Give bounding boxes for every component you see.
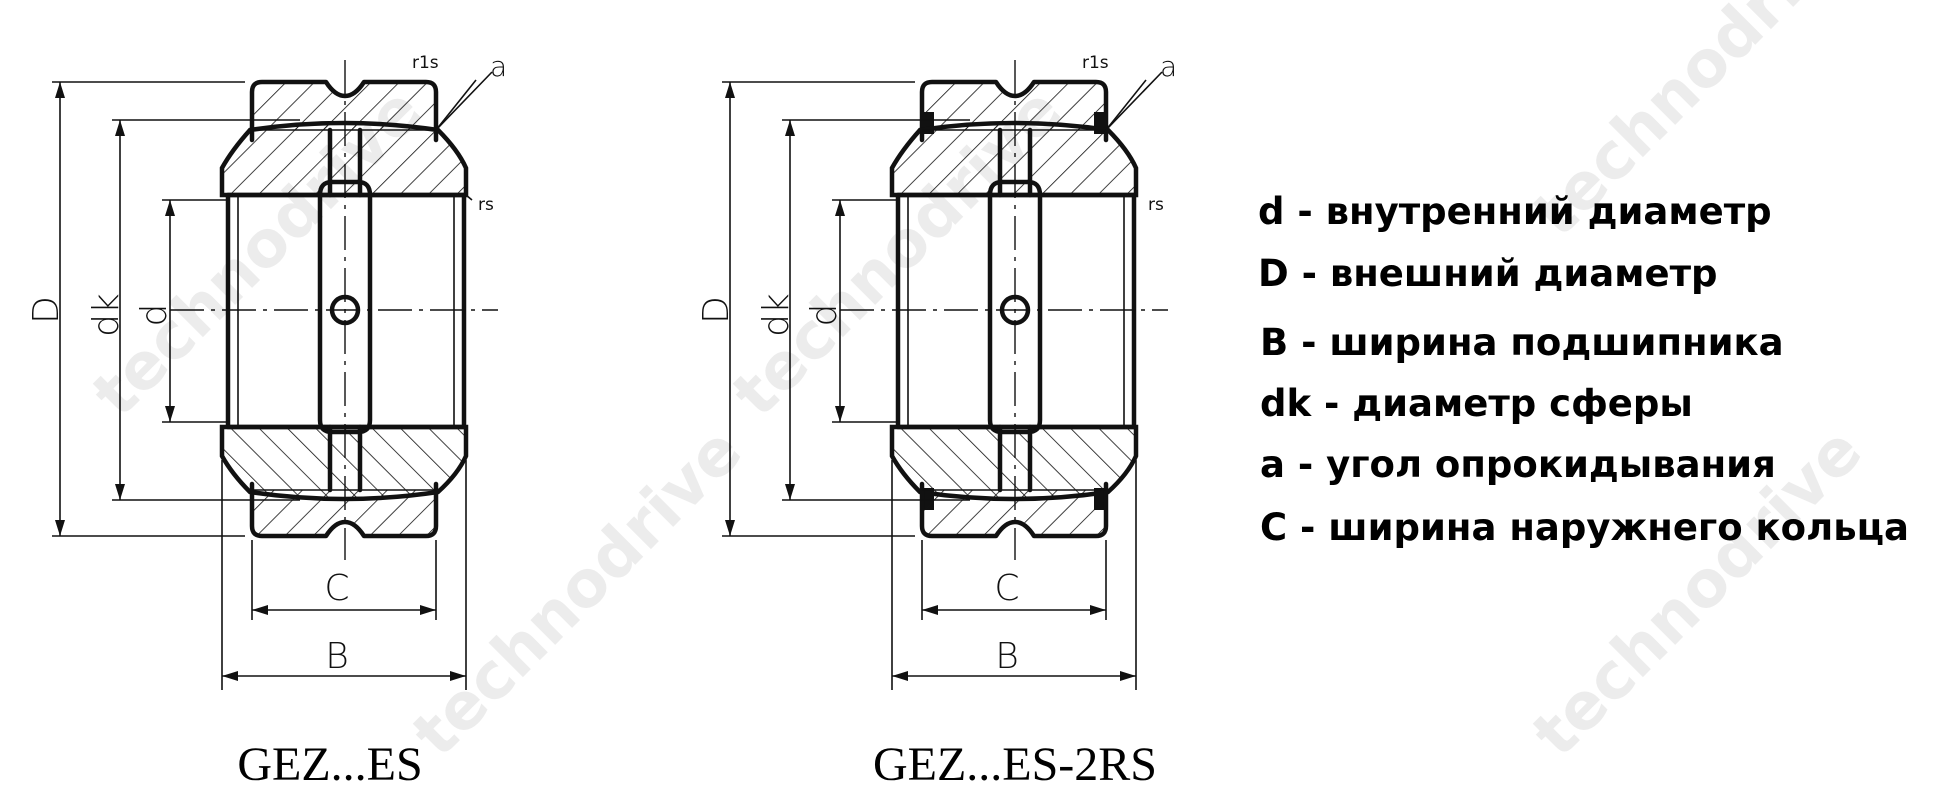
inner-ring-top-section [219,120,469,198]
drawing-gez-es: D dk d C B r1s a rs GEZ...ES [26,50,507,790]
label-a: a [1160,50,1177,83]
label-rs: rs [1148,195,1164,215]
legend-item-C: C - ширина наружнего кольца [1260,506,1909,549]
legend-item-d: d - внутренний диаметр [1258,190,1772,233]
label-dk: dk [86,293,127,337]
outer-ring-bottom-section [922,490,1106,536]
outer-ring-top-section [250,82,436,130]
model-title: GEZ...ES-2RS [873,738,1157,790]
label-C: C [324,568,349,609]
label-a: a [490,50,507,83]
legend-item-D: D - внешний диаметр [1258,252,1718,295]
legend: d - внутренний диаметр D - внешний диаме… [1258,190,1909,549]
legend-item-B: B - ширина подшипника [1260,321,1784,364]
label-D: D [26,296,67,324]
model-title: GEZ...ES [237,738,422,790]
label-B: B [325,636,349,677]
label-B: B [995,636,1019,677]
label-D: D [696,296,737,324]
legend-item-a: a - угол опрокидывания [1260,443,1776,486]
outer-ring-bottom-section [252,490,436,536]
outer-ring-top-section [920,82,1106,130]
inner-ring-top-section [889,120,1139,198]
label-rs: rs [478,195,494,215]
label-d: d [134,304,175,327]
label-C: C [994,568,1019,609]
inner-ring-bottom-section [219,424,469,502]
legend-item-dk: dk - диаметр сферы [1260,382,1693,425]
label-r1s: r1s [1082,53,1109,73]
label-dk: dk [756,293,797,337]
label-r1s: r1s [412,53,439,73]
label-d: d [804,304,845,327]
drawing-gez-es-2rs: D dk d C B r1s a rs GEZ...ES-2RS [696,50,1177,790]
